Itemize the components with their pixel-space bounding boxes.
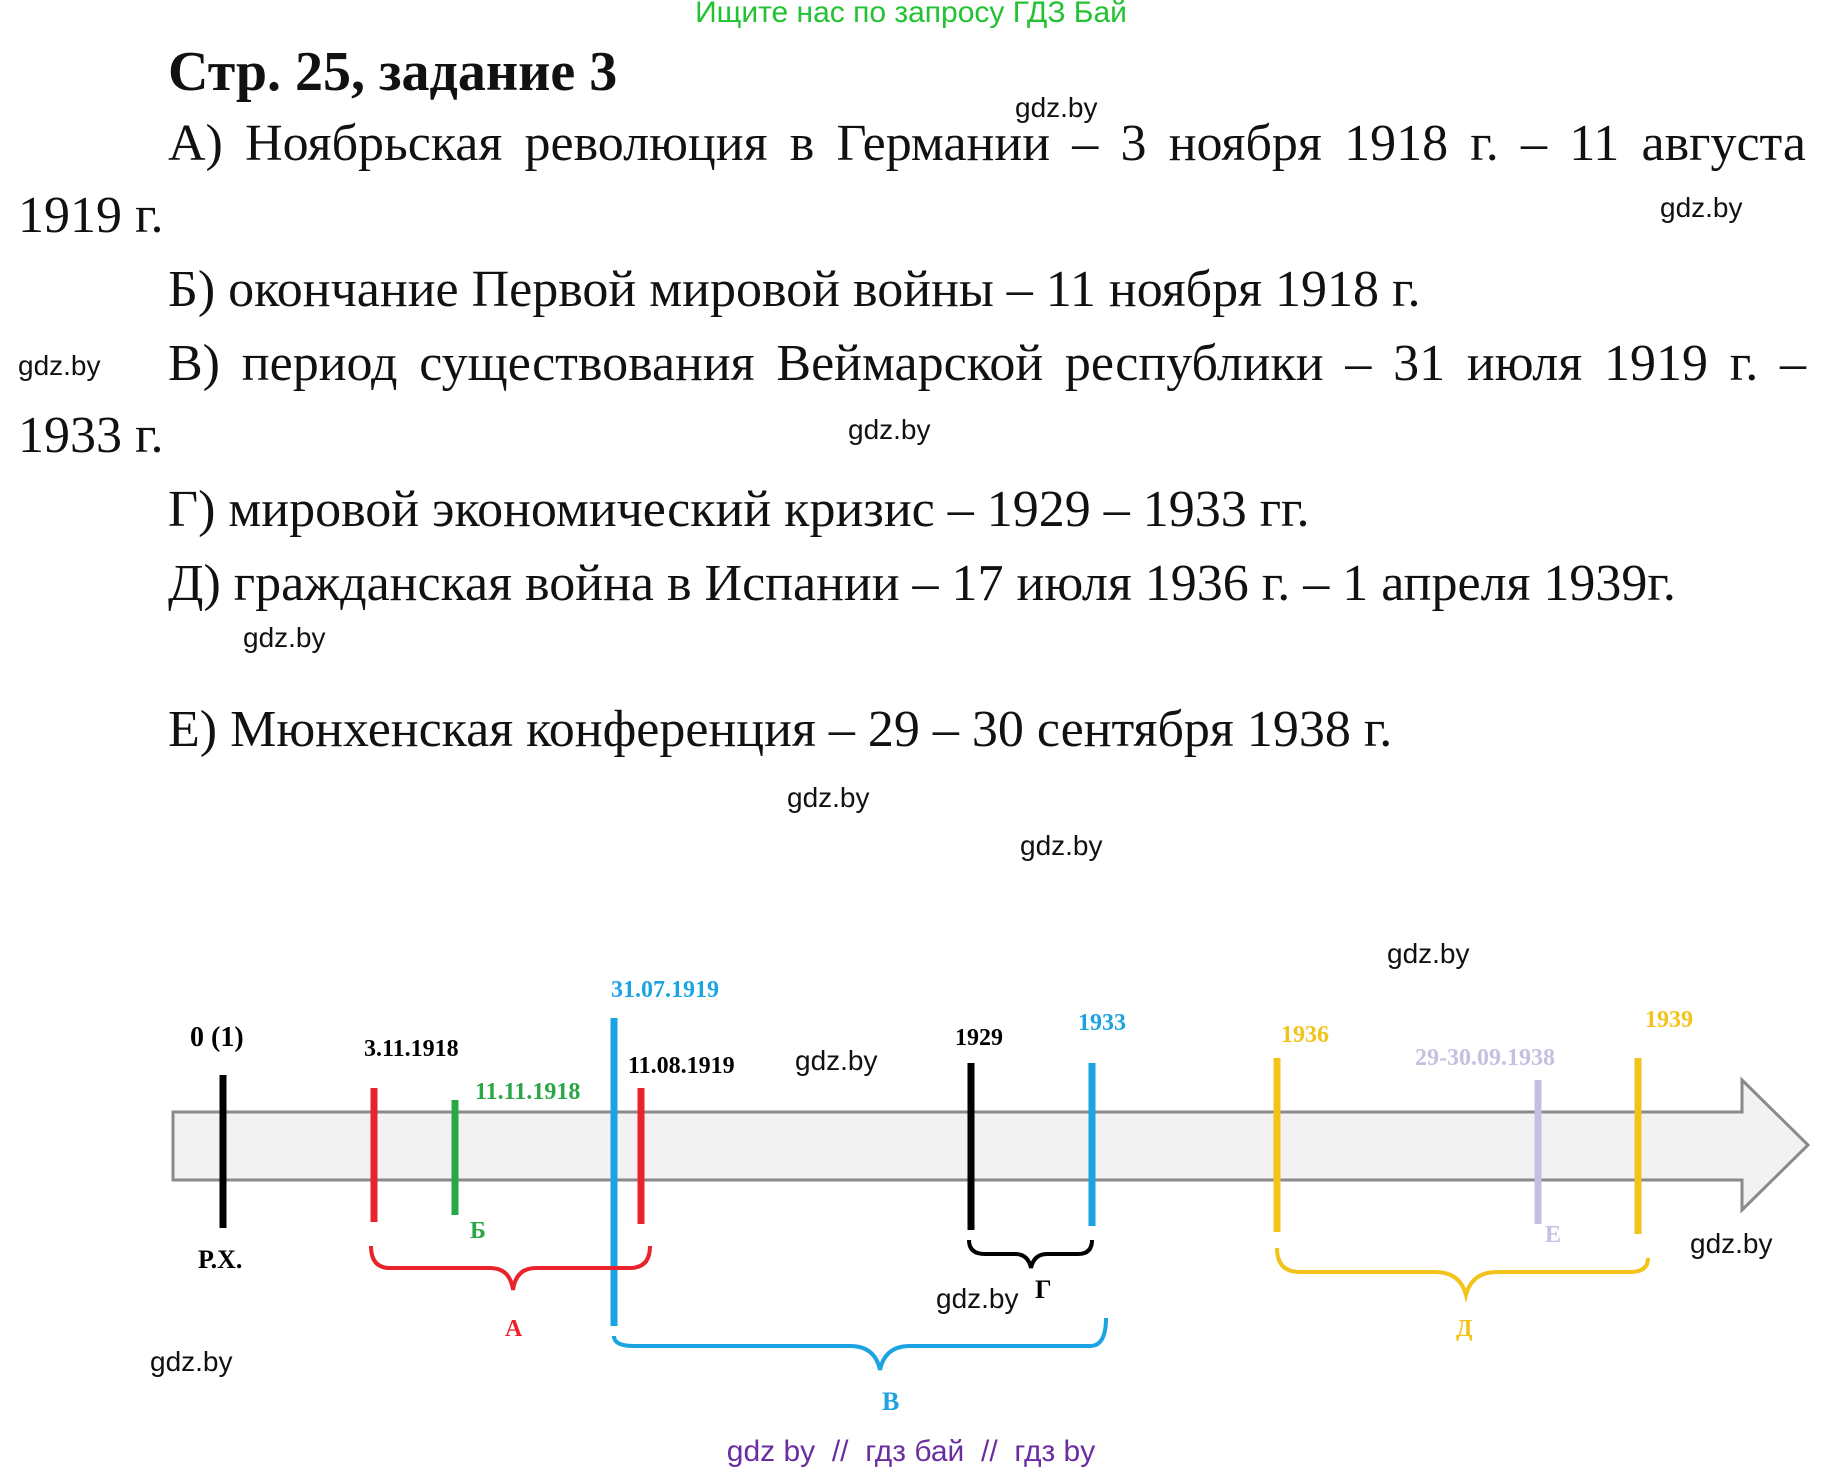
item-b-text: Б) окончание Первой мировой войны – 11 н… — [168, 261, 1421, 318]
label-11-11-1918: 11.11.1918 — [475, 1079, 580, 1105]
letter-v: В — [882, 1387, 899, 1416]
letter-d: Д — [1456, 1316, 1473, 1342]
footer-link-2[interactable]: гдз бай — [865, 1435, 965, 1468]
brace-v — [612, 1317, 1108, 1371]
brace-d — [1275, 1247, 1650, 1303]
label-1939: 1939 — [1645, 1007, 1693, 1033]
label-11-08-1919: 11.08.1919 — [628, 1053, 735, 1079]
watermark: gdz.by — [1690, 1228, 1773, 1259]
footer-separator: // — [815, 1435, 866, 1468]
item-d-text: Д) гражданская война в Испании – 17 июля… — [168, 555, 1676, 612]
watermark: gdz.by — [848, 414, 931, 445]
letter-a: А — [505, 1316, 523, 1342]
item-a-text: А) Ноябрьская революция в Германии – 3 н… — [18, 115, 1806, 244]
watermark: gdz.by — [243, 622, 326, 653]
watermark: gdz.by — [1020, 830, 1103, 861]
page-title: Стр. 25, задание 3 — [168, 41, 618, 103]
brace-g — [967, 1239, 1094, 1269]
label-1929: 1929 — [955, 1025, 1003, 1051]
label-munich: 29-30.09.1938 — [1415, 1045, 1555, 1071]
letter-b: Б — [470, 1218, 486, 1244]
letter-e: Е — [1545, 1222, 1561, 1248]
watermark: gdz.by — [150, 1346, 233, 1377]
watermark: gdz.by — [1015, 92, 1098, 123]
watermark: gdz.by — [795, 1045, 878, 1076]
watermark: gdz.by — [18, 350, 101, 381]
letter-g: Г — [1035, 1275, 1052, 1304]
footer-separator: // — [964, 1435, 1015, 1468]
label-origin-caption: Р.Х. — [198, 1245, 242, 1274]
watermark: gdz.by — [936, 1283, 1019, 1314]
label-31-07-1919: 31.07.1919 — [611, 977, 719, 1003]
item-e-text: Е) Мюнхенская конференция – 29 – 30 сент… — [168, 701, 1393, 758]
item-v-text: В) период существования Веймарской респу… — [18, 335, 1806, 464]
watermark: gdz.by — [1387, 938, 1470, 969]
footer-links: gdz by // гдз бай // гдз by — [0, 1435, 1822, 1469]
item-g-text: Г) мировой экономический кризис – 1929 –… — [168, 481, 1310, 538]
footer-link-1[interactable]: gdz by — [726, 1435, 816, 1468]
brace-a — [369, 1245, 652, 1291]
label-1933: 1933 — [1078, 1010, 1126, 1036]
label-1936: 1936 — [1281, 1022, 1329, 1048]
label-3-11-1918: 3.11.1918 — [364, 1036, 459, 1062]
timeline-arrow — [171, 1076, 1811, 1214]
watermark: gdz.by — [787, 782, 870, 813]
watermark: gdz.by — [1660, 192, 1743, 223]
footer-link-3[interactable]: гдз by — [1014, 1435, 1096, 1468]
search-banner: Ищите нас по запросу ГДЗ Бай — [695, 0, 1127, 29]
label-origin: 0 (1) — [190, 1022, 244, 1053]
